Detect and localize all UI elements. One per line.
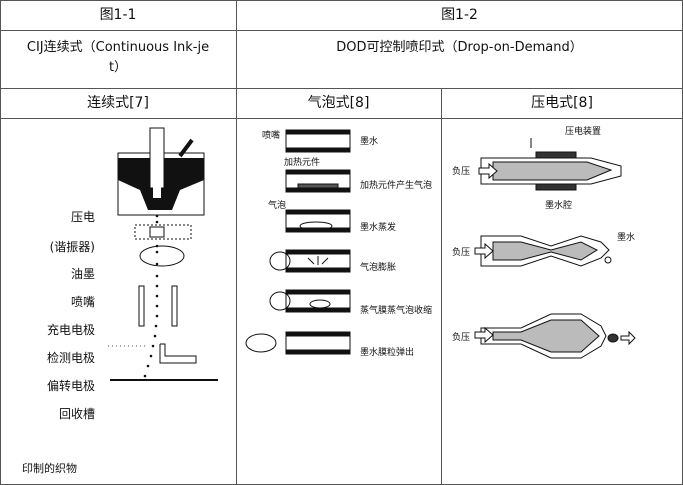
cij-label-resonator: (谐振器) bbox=[49, 240, 95, 254]
bubble-label-bubble: 气泡 bbox=[268, 201, 287, 211]
col-header-piezo: 压电式[8] bbox=[531, 95, 593, 111]
bubble-label-heater-bubble: 加热元件产生气泡 bbox=[360, 181, 433, 191]
cij-label-fabric: 印制的织物 bbox=[22, 462, 77, 475]
cij-label-gutter: 回收槽 bbox=[58, 407, 95, 421]
col-header-bubble: 气泡式[8] bbox=[307, 95, 370, 111]
bubble-label-eject: 墨水膜粒弹出 bbox=[360, 348, 415, 358]
cij-label-deflect-electrode: 偏转电极 bbox=[46, 379, 95, 393]
cij-label-piezo: 压电 bbox=[70, 210, 95, 224]
bubble-label-ink: 墨水 bbox=[360, 137, 379, 147]
piezo-label-negative-3: 负压 bbox=[452, 333, 471, 343]
col-header-continuous: 连续式[7] bbox=[87, 95, 149, 111]
cij-title-line1: CIJ连续式（Continuous Ink-je bbox=[26, 40, 210, 55]
bubble-label-collapse: 蒸气膜蒸气泡收缩 bbox=[360, 306, 433, 316]
bubble-label-heater: 加热元件 bbox=[284, 158, 321, 168]
figure-label-1-1: 图1-1 bbox=[99, 7, 137, 23]
cij-title-line2: t） bbox=[108, 60, 128, 75]
piezo-label-chamber: 墨水腔 bbox=[545, 201, 573, 211]
cij-label-detect-electrode: 检测电极 bbox=[46, 351, 95, 365]
cij-label-charge-electrode: 充电电极 bbox=[46, 323, 95, 337]
cij-label-nozzle: 喷嘴 bbox=[70, 295, 95, 309]
cij-label-ink: 油墨 bbox=[70, 267, 95, 281]
piezo-label-device: 压电装置 bbox=[565, 127, 602, 137]
figure-label-1-2: 图1-2 bbox=[441, 7, 478, 23]
piezo-label-negative-2: 负压 bbox=[452, 248, 471, 258]
dod-title: DOD可控制喷印式（Drop-on-Demand） bbox=[336, 40, 583, 55]
cij-diagram bbox=[108, 127, 218, 381]
bubble-label-expand: 气泡膨胀 bbox=[360, 263, 397, 273]
cij-title: CIJ连续式（Continuous Ink-je t） bbox=[0, 40, 236, 76]
piezo-diagram bbox=[474, 138, 636, 359]
bubble-diagram bbox=[245, 129, 351, 355]
bubble-label-evaporate: 墨水蒸发 bbox=[360, 223, 397, 233]
piezo-label-negative-1: 负压 bbox=[452, 167, 471, 177]
piezo-label-ink: 墨水 bbox=[617, 233, 636, 243]
bubble-label-nozzle: 喷嘴 bbox=[262, 131, 281, 141]
